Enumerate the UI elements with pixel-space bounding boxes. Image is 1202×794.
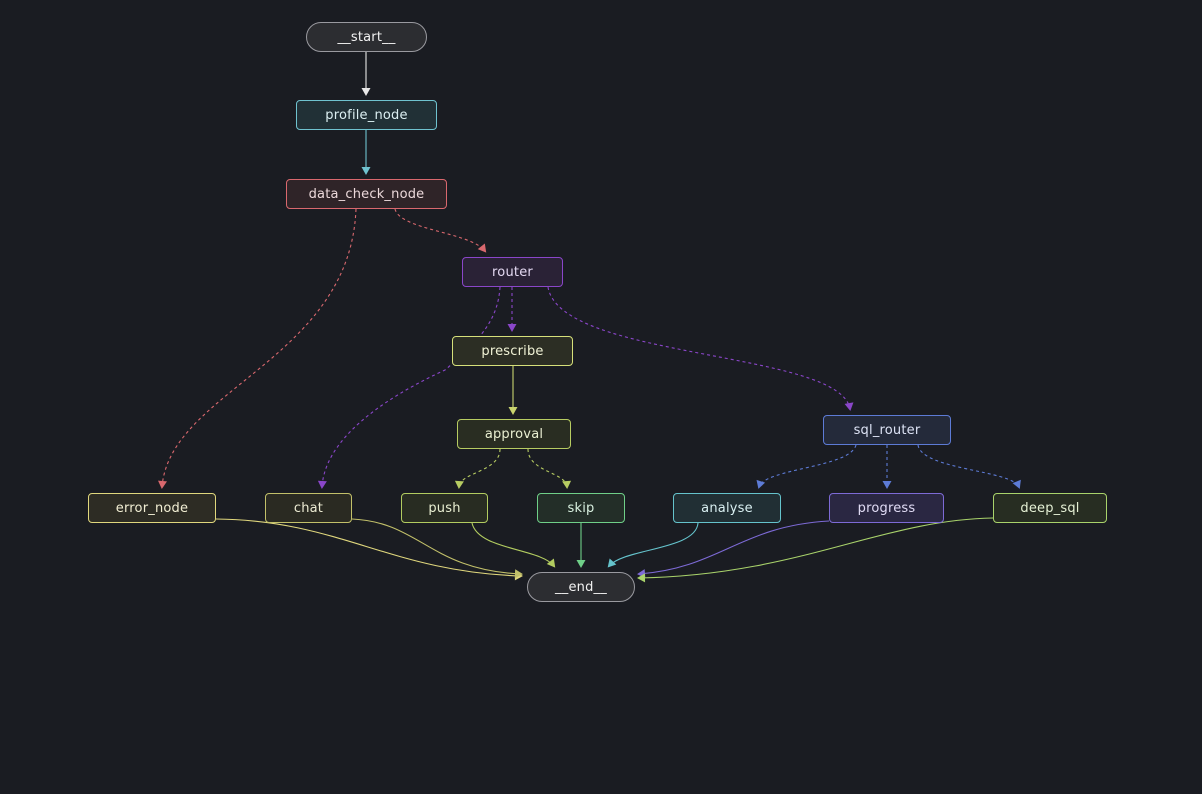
node-skip[interactable]: skip xyxy=(537,493,625,523)
edge-approval-to-skip xyxy=(527,448,568,488)
edge-router-to-chat xyxy=(321,286,501,488)
arrowhead-sql-router-to-progress xyxy=(882,481,892,489)
arrowhead-profile-node-to-data-check-node xyxy=(361,167,371,175)
edge-sql-router-to-deep-sql xyxy=(917,444,1020,488)
edge-error-node-to-end xyxy=(215,518,522,577)
node-chat[interactable]: chat xyxy=(265,493,352,523)
node-deep-sql[interactable]: deep_sql xyxy=(993,493,1107,523)
arrowhead-start-to-profile-node xyxy=(361,88,371,96)
node-prescribe[interactable]: prescribe xyxy=(452,336,573,366)
edge-sql-router-to-analyse xyxy=(758,444,857,488)
arrowhead-approval-to-push xyxy=(454,480,464,489)
node-router[interactable]: router xyxy=(462,257,563,287)
arrowhead-skip-to-end xyxy=(576,560,586,568)
arrowhead-prescribe-to-approval xyxy=(508,407,518,415)
node-profile-node[interactable]: profile_node xyxy=(296,100,437,130)
edge-data-check-node-to-error-node xyxy=(161,208,357,488)
node-analyse[interactable]: analyse xyxy=(673,493,781,523)
edge-progress-to-end xyxy=(638,520,830,575)
arrowhead-router-to-sql-router xyxy=(844,402,854,411)
arrowhead-router-to-prescribe xyxy=(507,324,517,332)
node-progress[interactable]: progress xyxy=(829,493,944,523)
node-push[interactable]: push xyxy=(401,493,488,523)
arrowhead-sql-router-to-analyse xyxy=(756,479,766,489)
arrowhead-data-check-node-to-router xyxy=(477,243,487,253)
arrowhead-chat-to-end xyxy=(514,569,523,579)
node-end[interactable]: __end__ xyxy=(527,572,635,602)
node-data-check-node[interactable]: data_check_node xyxy=(286,179,447,209)
arrowhead-deep-sql-to-end xyxy=(637,573,646,583)
edge-push-to-end xyxy=(471,522,555,567)
arrowhead-analyse-to-end xyxy=(607,558,617,568)
arrowhead-data-check-node-to-error-node xyxy=(158,480,167,489)
arrowhead-push-to-end xyxy=(546,558,556,568)
arrowhead-router-to-chat xyxy=(317,480,327,489)
arrowhead-sql-router-to-deep-sql xyxy=(1012,479,1021,489)
edge-data-check-node-to-router xyxy=(394,208,486,252)
node-error-node[interactable]: error_node xyxy=(88,493,216,523)
arrowhead-approval-to-skip xyxy=(562,480,572,489)
edge-router-to-sql-router xyxy=(547,286,851,410)
edge-analyse-to-end xyxy=(608,522,699,567)
node-approval[interactable]: approval xyxy=(457,419,571,449)
edge-chat-to-end xyxy=(351,518,522,575)
node-start[interactable]: __start__ xyxy=(306,22,427,52)
node-sql-router[interactable]: sql_router xyxy=(823,415,951,445)
edge-approval-to-push xyxy=(458,448,501,488)
edge-deep-sql-to-end xyxy=(638,517,994,579)
